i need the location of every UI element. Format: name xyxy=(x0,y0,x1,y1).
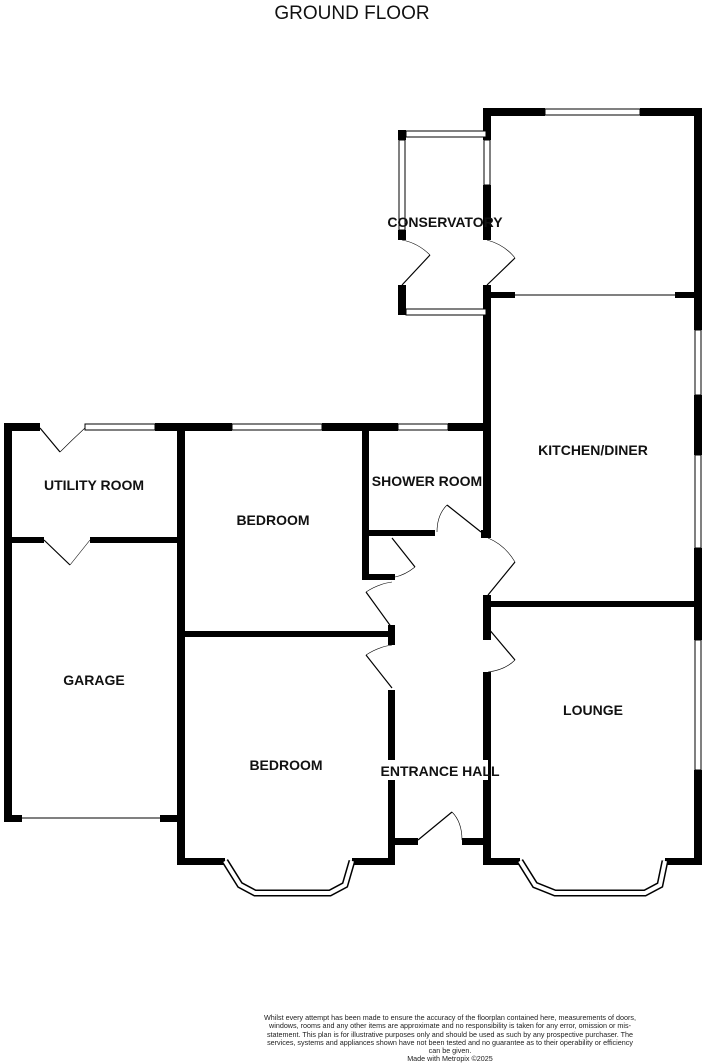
room-label-conservatory: CONSERVATORY xyxy=(387,214,503,230)
openings xyxy=(22,294,675,819)
doors xyxy=(39,239,516,841)
disclaimer-text: Whilst every attempt has been made to en… xyxy=(264,1013,636,1056)
floor-title: GROUND FLOOR xyxy=(274,3,430,24)
windows xyxy=(84,108,702,897)
room-label-garage: GARAGE xyxy=(63,672,124,688)
credit-text: Made with Metropix ©2025 xyxy=(407,1054,493,1064)
room-label-bedroom: BEDROOM xyxy=(249,757,322,773)
room-label-shower-room: SHOWER ROOM xyxy=(372,473,482,489)
room-label-utility-room: UTILITY ROOM xyxy=(44,477,144,493)
walls xyxy=(4,108,702,865)
room-label-kitchen-diner: KITCHEN/DINER xyxy=(538,442,648,458)
disclaimer: Whilst every attempt has been made to en… xyxy=(262,1013,638,1064)
room-label-bedroom: BEDROOM xyxy=(236,512,309,528)
room-label-lounge: LOUNGE xyxy=(563,702,623,718)
room-label-entrance-hall: ENTRANCE HALL xyxy=(381,763,500,779)
